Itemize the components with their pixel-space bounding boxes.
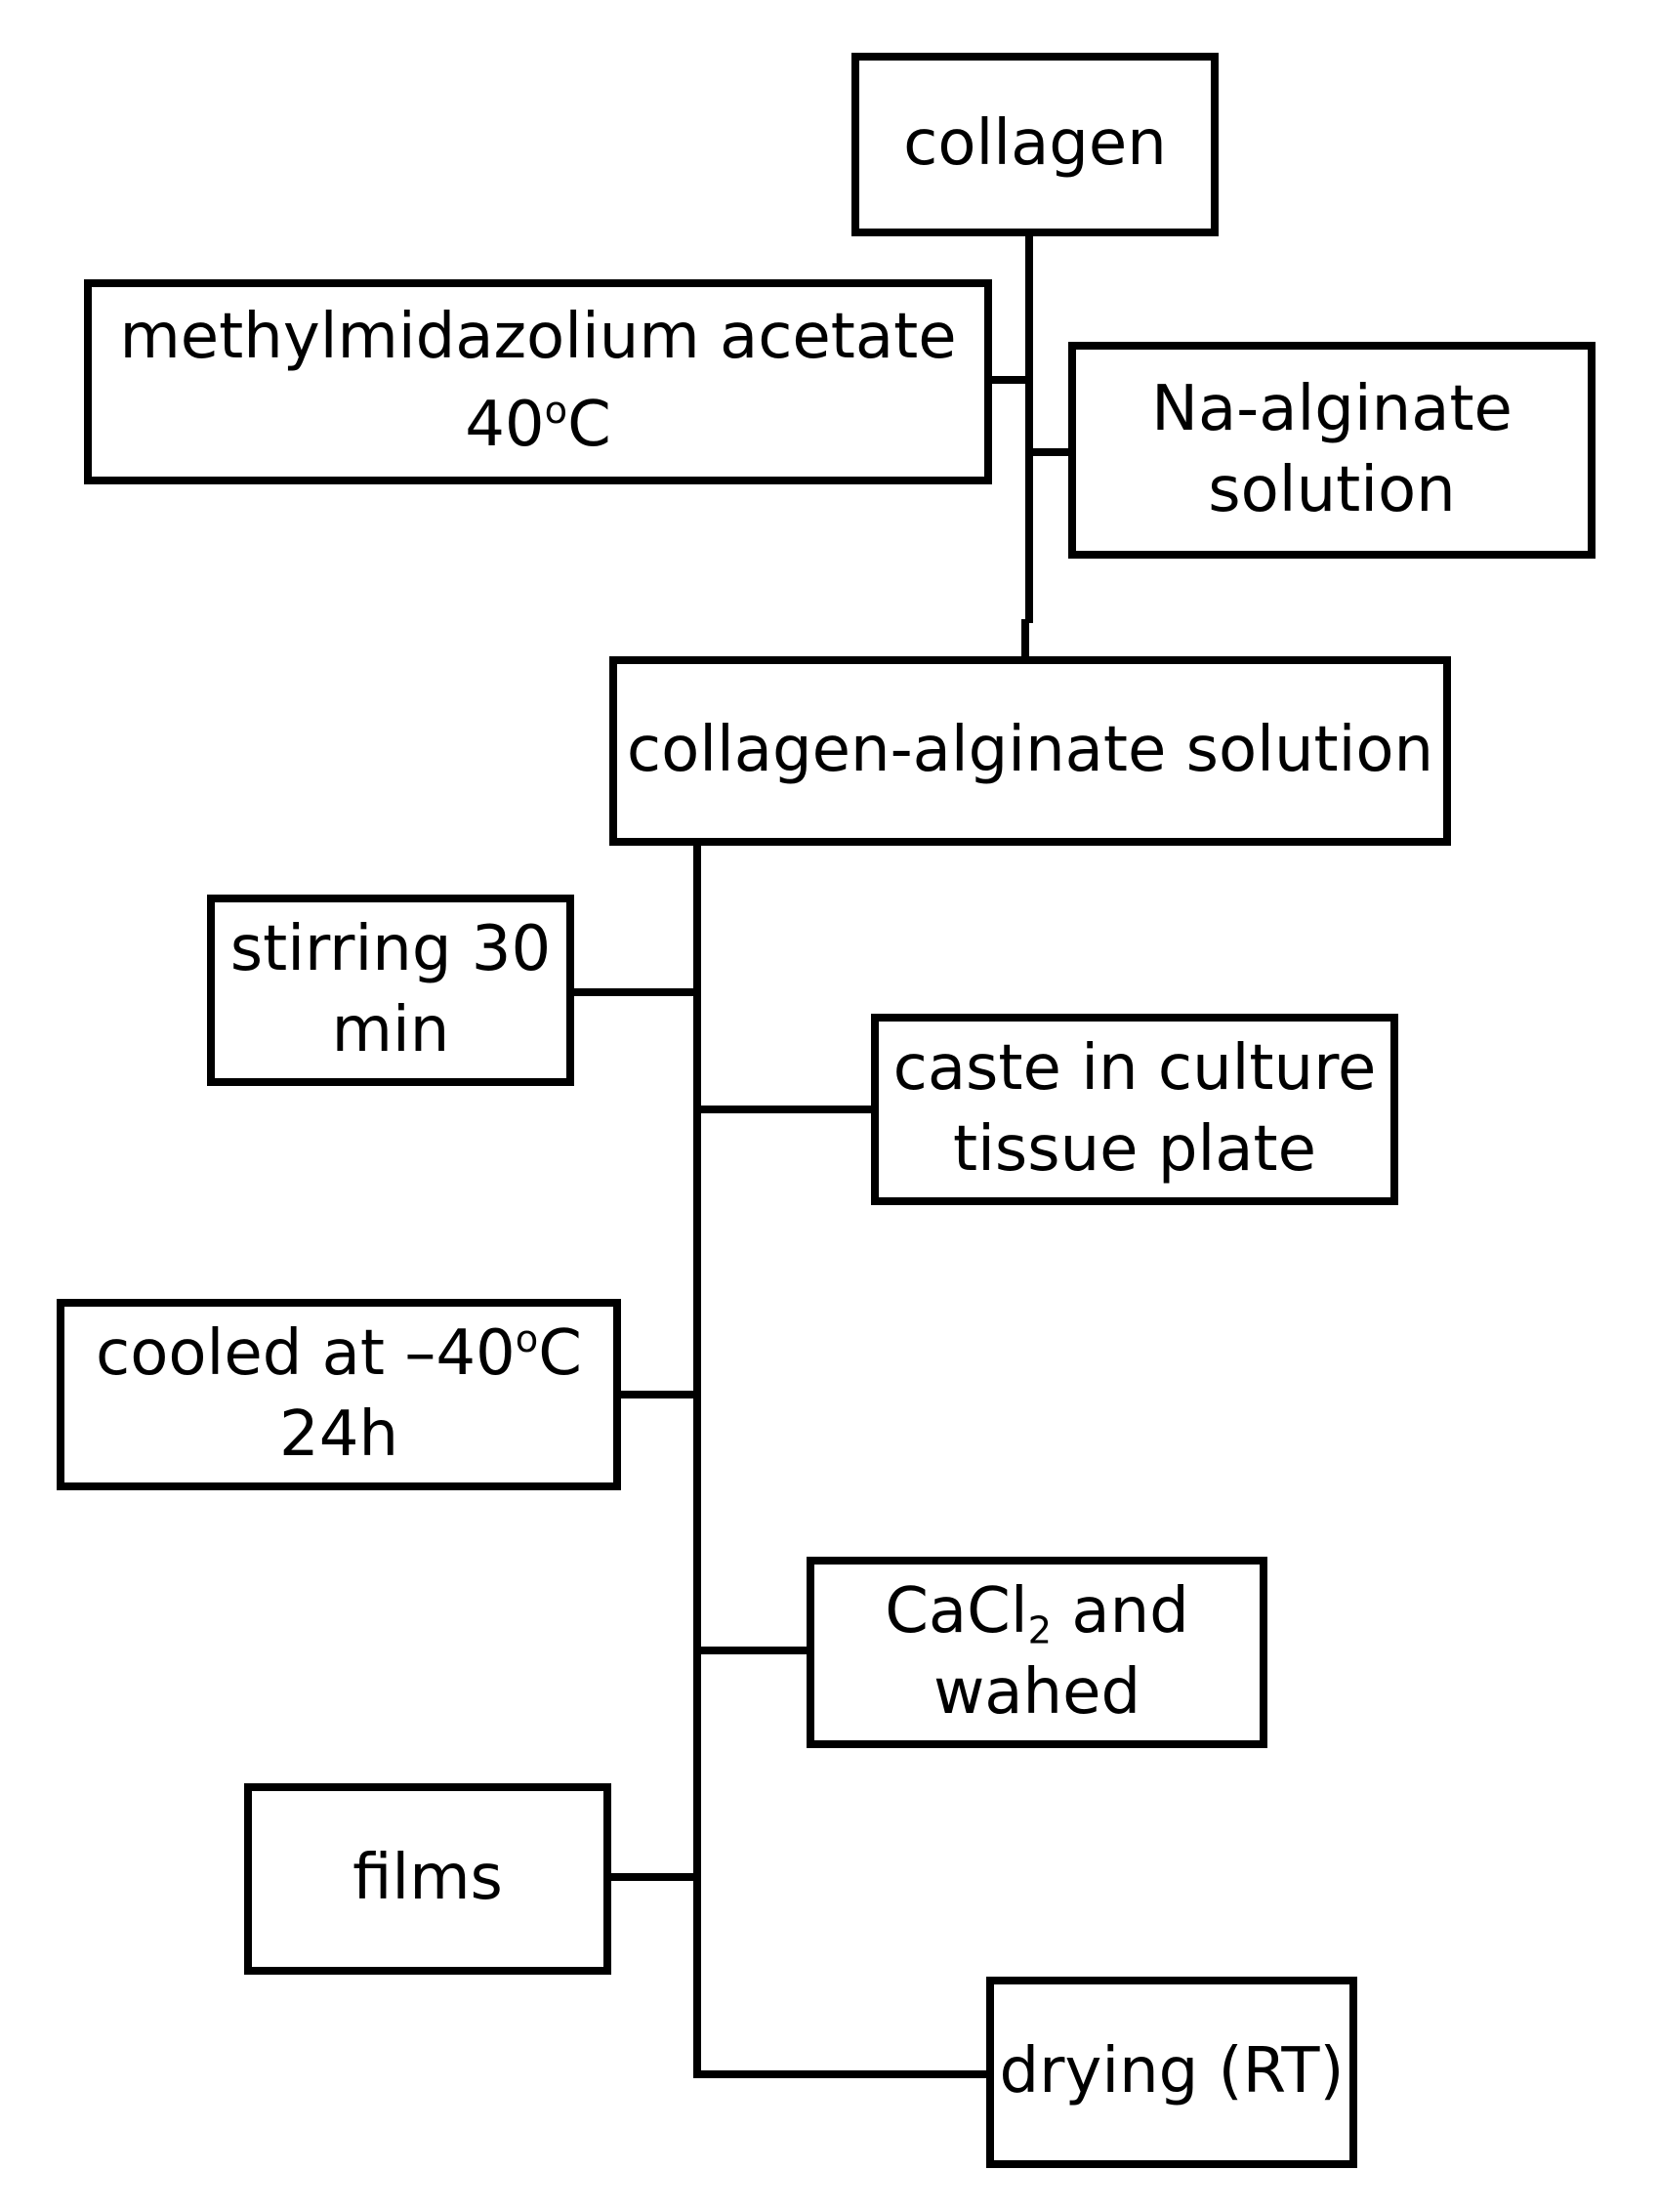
node-films-label: films: [352, 1842, 503, 1915]
node-solvent-temperature: 40oC: [465, 382, 611, 470]
node-cooling-line1: cooled at –40oC: [96, 1314, 582, 1395]
node-drying-label: drying (RT): [999, 2035, 1345, 2108]
node-cooling-line2: 24h: [279, 1398, 398, 1471]
node-stirring-line1: stirring 30: [229, 912, 552, 985]
node-solvent-temp-value: 40: [465, 389, 545, 461]
connector-trunk-to-mixture: [1021, 619, 1029, 658]
node-casting-line1: caste in culture: [892, 1031, 1377, 1105]
node-alginate-line1: Na-alginate: [1151, 372, 1513, 445]
node-mixture-label: collagen-alginate solution: [626, 714, 1434, 787]
node-casting-line2: tissue plate: [953, 1113, 1316, 1186]
connector-cooling: [617, 1391, 697, 1398]
node-solvent-degree: o: [544, 388, 568, 433]
node-mixture: collagen-alginate solution: [609, 656, 1451, 846]
node-crosslink-subscript: 2: [1027, 1608, 1053, 1653]
node-cooling-text: cooled at –40: [96, 1316, 516, 1390]
node-stirring: stirring 30 min: [207, 895, 574, 1086]
connector-collagen-trunk: [1025, 232, 1033, 623]
connector-solvent: [988, 376, 1029, 384]
node-crosslink-line2: wahed: [933, 1656, 1141, 1729]
node-drying: drying (RT): [986, 1977, 1357, 2168]
node-collagen-label: collagen: [903, 107, 1167, 181]
node-cooling-unit: C: [538, 1316, 582, 1390]
node-cooling-degree: o: [515, 1316, 539, 1361]
connector-casting: [697, 1106, 877, 1113]
node-solvent-line1: methylmidazolium acetate: [119, 301, 957, 374]
node-films: films: [244, 1783, 611, 1975]
node-cooling: cooled at –40oC 24h: [57, 1299, 621, 1490]
connector-alginate: [1029, 448, 1074, 456]
node-crosslink-line1: CaCl2 and: [885, 1571, 1189, 1652]
connector-process-trunk: [693, 842, 701, 2078]
node-crosslink-suffix: and: [1052, 1574, 1189, 1648]
node-alginate-line2: solution: [1208, 454, 1456, 526]
node-casting: caste in culture tissue plate: [871, 1014, 1398, 1205]
node-solvent-temp-unit: C: [567, 389, 611, 461]
node-solvent: methylmidazolium acetate 40oC: [84, 279, 992, 484]
connector-films: [607, 1873, 697, 1881]
node-alginate: Na-alginate solution: [1068, 342, 1596, 559]
connector-stirring: [570, 988, 697, 996]
node-stirring-line2: min: [331, 994, 450, 1066]
node-collagen: collagen: [851, 53, 1219, 236]
node-crosslink-text: CaCl: [885, 1574, 1028, 1648]
connector-drying: [697, 2070, 990, 2078]
node-crosslink: CaCl2 and wahed: [807, 1557, 1267, 1748]
connector-crosslink: [697, 1647, 808, 1654]
